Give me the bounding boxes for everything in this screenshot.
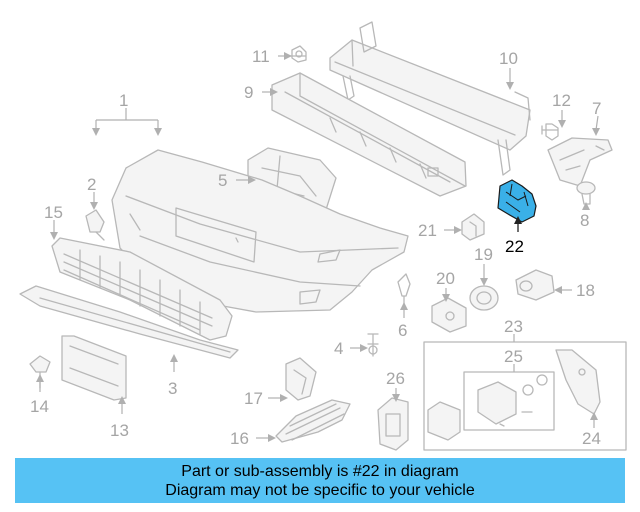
callout-21: 21 [418,221,437,240]
part-21-sensor [461,213,485,241]
part-3-lower-trim [19,285,239,359]
exploded-parts-diagram: 1 2 3 4 5 6 7 8 9 10 11 12 13 14 15 16 1… [19,21,627,451]
part-18-parking-sensor [515,269,555,301]
banner-line-1: Part or sub-assembly is #22 in diagram [181,462,459,480]
callout-10: 10 [499,49,518,68]
part-15-lower-grille [51,237,233,341]
callout-4: 4 [334,339,343,358]
callout-12: 12 [552,91,571,110]
callout-25: 25 [504,347,523,366]
part-2-clip [85,209,105,241]
part-13-license-bracket [61,335,127,401]
callout-20: 20 [436,269,455,288]
callout-numbers: 1 2 3 4 5 6 7 8 9 10 11 12 13 14 15 16 1… [30,47,601,448]
callout-23: 23 [504,317,523,336]
callout-8: 8 [580,211,589,230]
part-11-bolt [287,45,307,63]
part-4-screw [367,333,379,357]
leader-lines [36,52,600,442]
part-22-mounting-bracket [497,179,537,223]
callout-6: 6 [398,321,407,340]
part-8-clip [576,181,596,205]
part-26-camera-housing [377,397,409,451]
part-16-fog-grille [275,399,351,443]
callout-11: 11 [252,47,270,66]
callout-19: 19 [474,245,493,264]
part-7-bracket [547,137,613,187]
part-6-stud [397,273,411,307]
part-20-sensor-holder [431,297,467,333]
callout-22-highlighted: 22 [505,237,524,256]
callout-18: 18 [576,281,595,300]
part-1-bumper-cover [111,149,409,313]
info-banner: Part or sub-assembly is #22 in diagram D… [15,458,625,503]
part-17-bracket [285,357,317,401]
part-9-energy-absorber [271,72,467,197]
banner-line-2: Diagram may not be specific to your vehi… [165,481,475,499]
callout-17: 17 [244,389,263,408]
callout-26: 26 [386,369,405,388]
part-23-assembly-box [423,341,627,451]
callout-15: 15 [44,203,63,222]
callout-24: 24 [582,429,601,448]
callout-14: 14 [30,397,49,416]
callout-5: 5 [218,171,227,190]
part-12-bolt [541,123,559,141]
callout-1: 1 [119,91,128,110]
part-19-sensor-ring [469,285,499,311]
callout-13: 13 [110,421,129,440]
callout-16: 16 [230,429,249,448]
callout-7: 7 [592,99,601,118]
callout-2: 2 [87,175,96,194]
part-10-reinforcement-bar [329,21,531,176]
callout-3: 3 [168,379,177,398]
callout-9: 9 [244,83,253,102]
